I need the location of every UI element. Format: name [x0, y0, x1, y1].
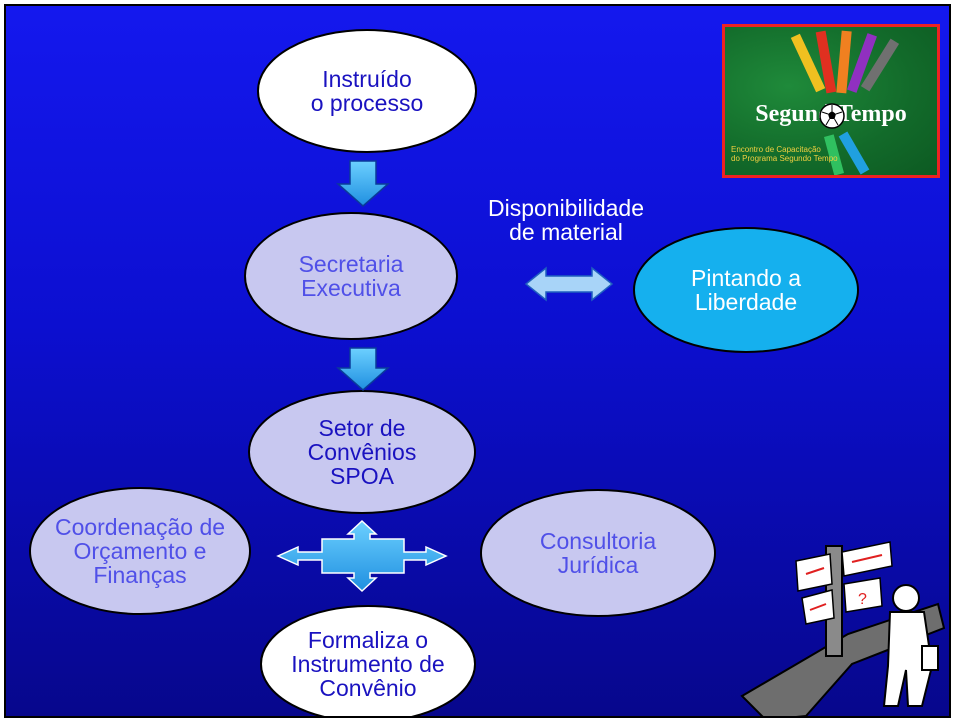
node-pintando: Pintando a Liberdade: [691, 265, 801, 315]
node-consultoria: Consultoria Jurídica: [539, 528, 657, 578]
node-coordenacao: Coordenação de Orçamento e Finanças: [54, 514, 226, 588]
marker-pens-illustration: [790, 30, 900, 175]
ellipse-formaliza: [260, 605, 476, 716]
ellipse-coordenacao: [29, 487, 251, 615]
soccer-ball-icon: [819, 103, 845, 129]
ellipse-pintando: [633, 227, 859, 353]
down-arrow-2: [336, 347, 390, 391]
ellipse-secretaria: [244, 212, 458, 340]
down-arrow-1: [336, 160, 390, 207]
signpost-man-clipart: ?: [740, 541, 946, 716]
node-secretaria: Secretaria Executiva: [298, 251, 404, 301]
diagram-shapes: ?: [29, 29, 946, 716]
ellipse-instruido: [257, 29, 477, 153]
logo-subtitle: Encontro de Capacitação do Programa Segu…: [731, 145, 838, 163]
node-formaliza: Formaliza o Instrumento de Convênio: [291, 627, 445, 701]
slide: ? Instruído o processo Secretaria Execut…: [4, 4, 951, 718]
svg-text:?: ?: [858, 591, 867, 608]
double-arrow: [524, 266, 614, 302]
node-setor: Setor de Convênios SPOA: [307, 415, 417, 489]
ellipse-setor: [248, 390, 476, 514]
ellipse-consultoria: [480, 489, 716, 617]
cross-arrow: [276, 519, 448, 593]
node-instruido: Instruído o processo: [310, 66, 424, 116]
segundo-tempo-logo: Segund Tempo Encontro de Capacitação do …: [722, 24, 940, 178]
edge-label-disponibilidade: Disponibilidade de material: [488, 195, 644, 245]
